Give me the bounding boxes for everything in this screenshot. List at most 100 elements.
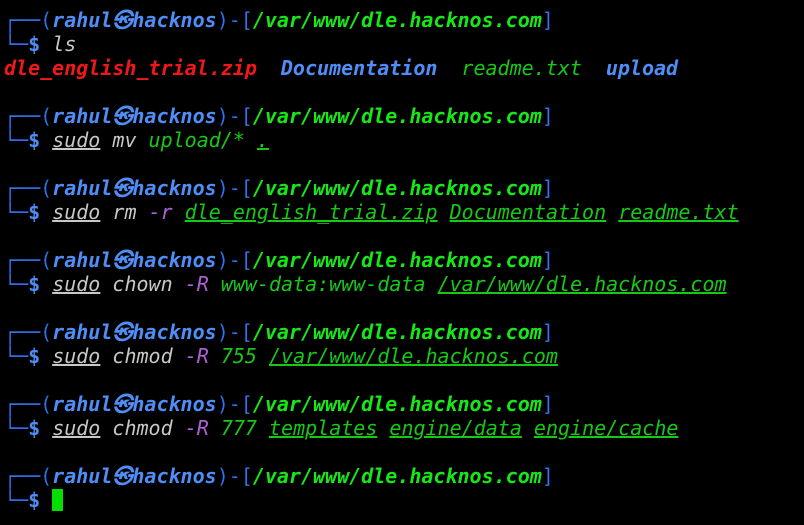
prompt-bottom-prefix: └─ [4, 200, 29, 224]
prompt-host: hacknos [132, 392, 217, 416]
prompt-host: hacknos [132, 464, 217, 488]
prompt-separator: )-[ [216, 392, 253, 416]
prompt-user: rahul [52, 392, 113, 416]
command-arg: Documentation [449, 200, 607, 224]
command-arg: engine/data [389, 416, 522, 440]
blank-line [4, 368, 804, 392]
prompt-user: rahul [52, 320, 113, 344]
prompt-at-symbol: ㉿ [112, 8, 133, 32]
prompt-dollar: $ [28, 272, 41, 296]
command-sudo: sudo [52, 128, 101, 152]
command-arg: upload/* [148, 128, 245, 152]
prompt-cwd: /var/www/dle.hacknos.com [252, 464, 542, 488]
prompt-top-prefix: ┌──( [4, 104, 53, 128]
command-line: └─$ sudo chmod -R 755 /var/www/dle.hackn… [4, 344, 804, 368]
command-line: └─$ sudo chmod -R 777 templates engine/d… [4, 416, 804, 440]
prompt-user: rahul [52, 248, 113, 272]
command-sudo: sudo [52, 416, 101, 440]
blank-line [4, 152, 804, 176]
prompt-dollar: $ [28, 32, 41, 56]
command-sudo: sudo [52, 200, 101, 224]
command-arg: engine/cache [533, 416, 679, 440]
prompt-dollar: $ [28, 416, 41, 440]
prompt-user: rahul [52, 464, 113, 488]
blank-line [4, 296, 804, 320]
prompt-end: ] [541, 464, 554, 488]
prompt-bottom-prefix: └─ [4, 128, 29, 152]
prompt-line: ┌──(rahul㉿hacknos)-[/var/www/dle.hacknos… [4, 392, 804, 416]
blank-line [4, 80, 804, 104]
prompt-bottom-prefix: └─ [4, 488, 29, 512]
prompt-end: ] [541, 176, 554, 200]
prompt-cwd: /var/www/dle.hacknos.com [252, 392, 542, 416]
text-cursor[interactable] [52, 489, 64, 511]
prompt-top-prefix: ┌──( [4, 8, 53, 32]
prompt-host: hacknos [132, 320, 217, 344]
command-arg: readme.txt [618, 200, 739, 224]
prompt-line: ┌──(rahul㉿hacknos)-[/var/www/dle.hacknos… [4, 8, 804, 32]
command-line: └─$ sudo mv upload/* . [4, 128, 804, 152]
command-name: mv [112, 128, 137, 152]
blank-line [4, 224, 804, 248]
prompt-host: hacknos [132, 248, 217, 272]
prompt-host: hacknos [132, 8, 217, 32]
prompt-top-prefix: ┌──( [4, 320, 53, 344]
prompt-separator: )-[ [216, 176, 253, 200]
command-arg: /var/www/dle.hacknos.com [268, 344, 558, 368]
prompt-host: hacknos [132, 104, 217, 128]
prompt-at-symbol: ㉿ [112, 464, 133, 488]
prompt-at-symbol: ㉿ [112, 248, 133, 272]
prompt-at-symbol: ㉿ [112, 392, 133, 416]
prompt-dollar: $ [28, 128, 41, 152]
prompt-cwd: /var/www/dle.hacknos.com [252, 8, 542, 32]
prompt-bottom-prefix: └─ [4, 32, 29, 56]
command-sudo: sudo [52, 344, 101, 368]
prompt-dollar: $ [28, 200, 41, 224]
prompt-line: ┌──(rahul㉿hacknos)-[/var/www/dle.hacknos… [4, 248, 804, 272]
prompt-line: ┌──(rahul㉿hacknos)-[/var/www/dle.hacknos… [4, 320, 804, 344]
prompt-cwd: /var/www/dle.hacknos.com [252, 248, 542, 272]
command-line: └─$ sudo rm -r dle_english_trial.zip Doc… [4, 200, 804, 224]
command-sudo: sudo [52, 272, 101, 296]
prompt-line: ┌──(rahul㉿hacknos)-[/var/www/dle.hacknos… [4, 464, 804, 488]
command-name: chown [112, 272, 173, 296]
prompt-end: ] [541, 392, 554, 416]
prompt-cwd: /var/www/dle.hacknos.com [252, 176, 542, 200]
prompt-end: ] [541, 104, 554, 128]
prompt-bottom-prefix: └─ [4, 344, 29, 368]
prompt-at-symbol: ㉿ [112, 104, 133, 128]
prompt-bottom-prefix: └─ [4, 416, 29, 440]
command-flag: -R [184, 344, 209, 368]
prompt-end: ] [541, 320, 554, 344]
command-arg: . [256, 128, 269, 152]
prompt-cwd: /var/www/dle.hacknos.com [252, 104, 542, 128]
prompt-user: rahul [52, 8, 113, 32]
ls-output-file: readme.txt [461, 56, 582, 80]
prompt-end: ] [541, 248, 554, 272]
prompt-cwd: /var/www/dle.hacknos.com [252, 320, 542, 344]
prompt-line: ┌──(rahul㉿hacknos)-[/var/www/dle.hacknos… [4, 176, 804, 200]
prompt-bottom-prefix: └─ [4, 272, 29, 296]
command-arg: templates [268, 416, 378, 440]
ls-output-file: dle_english_trial.zip [4, 56, 257, 80]
command-name: chmod [112, 416, 173, 440]
command-name: rm [112, 200, 137, 224]
command-arg: dle_english_trial.zip [184, 200, 438, 224]
active-command-line[interactable]: └─$ [4, 488, 804, 512]
prompt-line: ┌──(rahul㉿hacknos)-[/var/www/dle.hacknos… [4, 104, 804, 128]
command-flag: -r [148, 200, 173, 224]
prompt-separator: )-[ [216, 104, 253, 128]
command-flag: -R [184, 272, 209, 296]
prompt-user: rahul [52, 176, 113, 200]
prompt-at-symbol: ㉿ [112, 320, 133, 344]
command-name: ls [52, 32, 77, 56]
prompt-top-prefix: ┌──( [4, 176, 53, 200]
prompt-separator: )-[ [216, 464, 253, 488]
command-name: chmod [112, 344, 173, 368]
command-flag: -R [184, 416, 209, 440]
blank-line [4, 440, 804, 464]
command-arg: 755 [220, 344, 257, 368]
prompt-separator: )-[ [216, 248, 253, 272]
